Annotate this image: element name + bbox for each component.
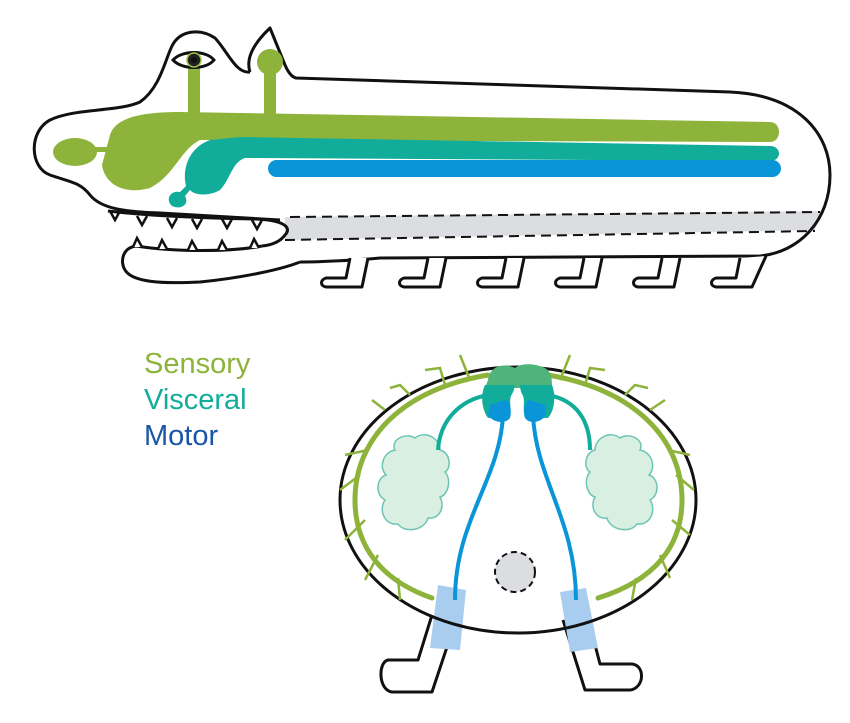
sensory-column xyxy=(53,49,779,191)
canal-lower-dashed xyxy=(284,230,816,241)
motor-fibers xyxy=(453,414,578,601)
central-canal-band xyxy=(285,211,822,240)
legend-motor: Motor xyxy=(144,420,219,452)
legend-visceral: Visceral xyxy=(144,384,247,416)
motor-column xyxy=(268,160,781,177)
spinal-cross-section xyxy=(338,354,698,694)
legend-sensory: Sensory xyxy=(144,348,251,380)
visceral-column xyxy=(168,137,779,208)
lower-teeth xyxy=(131,235,261,251)
leg-1 xyxy=(320,257,370,289)
central-canal xyxy=(494,551,536,593)
motor-roots xyxy=(430,585,598,652)
leg-3 xyxy=(476,257,526,289)
lower-jaw-outline xyxy=(121,244,301,285)
leg-6 xyxy=(710,255,768,289)
crocodile-body-outline xyxy=(247,26,832,264)
legend: Sensory Visceral Motor xyxy=(144,346,250,454)
crocodile-figure xyxy=(32,26,832,289)
dorsal-lobes xyxy=(482,364,555,422)
upper-jaw-edge xyxy=(107,209,289,248)
leg-5 xyxy=(632,257,682,289)
section-legs xyxy=(379,614,643,694)
upper-teeth xyxy=(108,210,264,232)
canal-upper-dashed xyxy=(289,211,821,218)
ganglia xyxy=(377,434,658,531)
crocodile-head-outline xyxy=(32,30,281,222)
crocodile-legs xyxy=(320,255,768,289)
sensory-branches xyxy=(339,354,695,601)
eye-icon xyxy=(170,51,216,69)
sensory-arcs xyxy=(352,372,685,601)
leg-4 xyxy=(554,257,604,289)
visceral-fibers xyxy=(436,393,592,451)
leg-2 xyxy=(398,257,448,289)
